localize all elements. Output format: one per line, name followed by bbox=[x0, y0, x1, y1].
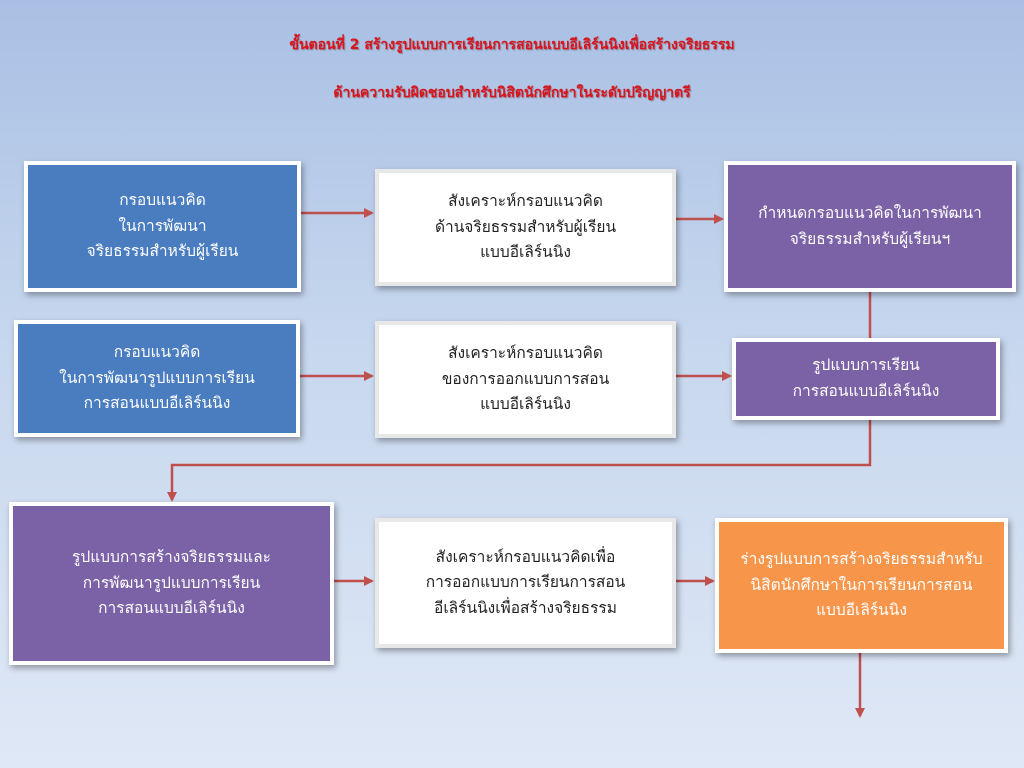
box-text-line: ในการพัฒนารูปแบบการเรียน bbox=[59, 368, 255, 387]
framework-development-box: กรอบแนวคิด ในการพัฒนา จริยธรรมสำหรับผู้เ… bbox=[24, 161, 301, 292]
box-text-line: สังเคราะห์กรอบแนวคิดเพื่อ bbox=[435, 547, 616, 566]
box-text-line: การสอนแบบอีเลิร์นนิง bbox=[83, 394, 231, 413]
synthesize-design-box: สังเคราะห์กรอบแนวคิด ของการออกแบบการสอน … bbox=[375, 321, 676, 438]
diagram-title-line1: ขั้นตอนที่ 2 สร้างรูปแบบการเรียนการสอนแบ… bbox=[289, 37, 735, 53]
box-text-line: สังเคราะห์กรอบแนวคิด bbox=[448, 192, 603, 211]
framework-model-box: กรอบแนวคิด ในการพัฒนารูปแบบการเรียน การส… bbox=[14, 320, 300, 437]
box-text-line: การพัฒนารูปแบบการเรียน bbox=[82, 573, 261, 592]
box-text-line: จริยธรรมสำหรับผู้เรียน bbox=[86, 242, 239, 261]
box-text-line: นิสิตนักศึกษาในการเรียนการสอน bbox=[750, 575, 973, 594]
box-text-line: รูปแบบการเรียน bbox=[812, 356, 920, 375]
box-text-line: ด้านจริยธรรมสำหรับผู้เรียน bbox=[434, 217, 617, 236]
box-text-line: ร่างรูปแบบการสร้างจริยธรรมสำหรับ bbox=[740, 550, 983, 569]
box-text-line: จริยธรรมสำหรับผู้เรียนฯ bbox=[789, 229, 951, 248]
synthesize-instruction-box: สังเคราะห์กรอบแนวคิดเพื่อ การออกแบบการเร… bbox=[375, 518, 676, 648]
box-text-line: แบบอีเลิร์นนิง bbox=[480, 395, 571, 414]
draft-model-box: ร่างรูปแบบการสร้างจริยธรรมสำหรับ นิสิตนั… bbox=[715, 518, 1008, 653]
box-text-line: สังเคราะห์กรอบแนวคิด bbox=[448, 344, 603, 363]
ethics-model-box: รูปแบบการสร้างจริยธรรมและ การพัฒนารูปแบบ… bbox=[9, 502, 334, 665]
box-text-line: รูปแบบการสร้างจริยธรรมและ bbox=[72, 548, 271, 567]
diagram-title-line2: ด้านความรับผิดชอบสำหรับนิสิตนักศึกษาในระ… bbox=[333, 85, 691, 101]
box-text-line: การออกแบบการเรียนการสอน bbox=[425, 573, 626, 592]
box-text-line: กรอบแนวคิด bbox=[113, 343, 201, 362]
box-text-line: กำหนดกรอบแนวคิดในการพัฒนา bbox=[758, 203, 982, 222]
box-text-line: ในการพัฒนา bbox=[118, 216, 207, 235]
connector-row2-to-row3 bbox=[167, 420, 872, 502]
box-text-line: อีเลิร์นนิงเพื่อสร้างจริยธรรม bbox=[434, 598, 617, 617]
synthesize-ethics-box: สังเคราะห์กรอบแนวคิด ด้านจริยธรรมสำหรับผ… bbox=[375, 169, 676, 286]
box-text-line: แบบอีเลิร์นนิง bbox=[816, 601, 907, 620]
define-framework-box: กำหนดกรอบแนวคิดในการพัฒนา จริยธรรมสำหรับ… bbox=[724, 161, 1016, 292]
box-text-line: ของการออกแบบการสอน bbox=[441, 369, 610, 388]
elearning-model-box: รูปแบบการเรียน การสอนแบบอีเลิร์นนิง bbox=[732, 338, 1000, 420]
box-text-line: แบบอีเลิร์นนิง bbox=[480, 243, 571, 262]
box-text-line: การสอนแบบอีเลิร์นนิง bbox=[792, 382, 940, 400]
box-text-line: การสอนแบบอีเลิร์นนิง bbox=[98, 599, 245, 618]
box-text-line: กรอบแนวคิด bbox=[119, 191, 206, 210]
